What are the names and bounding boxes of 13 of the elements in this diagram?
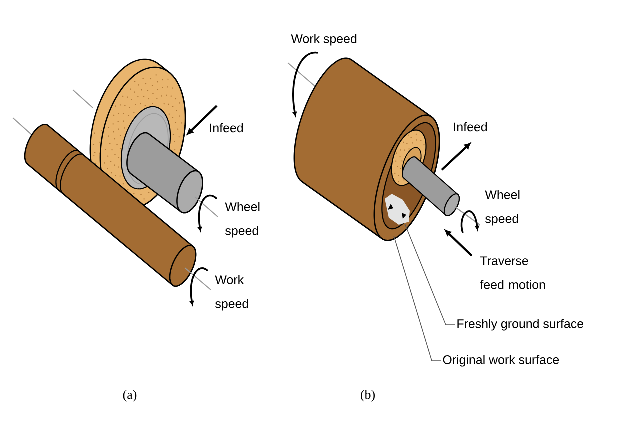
text-label: Work speed <box>215 275 248 311</box>
panel-label: (a) <box>123 390 137 402</box>
text-label: Traverse feed motion <box>480 256 546 290</box>
leader-line <box>394 236 442 362</box>
text-label: Infeed <box>454 122 488 132</box>
text-label: Wheel speed <box>225 202 260 238</box>
callout-label: Freshly ground surface <box>458 319 584 331</box>
callout-label: Original work surface <box>443 355 560 367</box>
text-label: Work speed <box>291 34 357 46</box>
leader-line <box>404 224 456 326</box>
text-label: Infeed <box>210 123 244 133</box>
panel-label: (b) <box>361 390 375 402</box>
text-label: Wheel speed <box>485 190 520 226</box>
